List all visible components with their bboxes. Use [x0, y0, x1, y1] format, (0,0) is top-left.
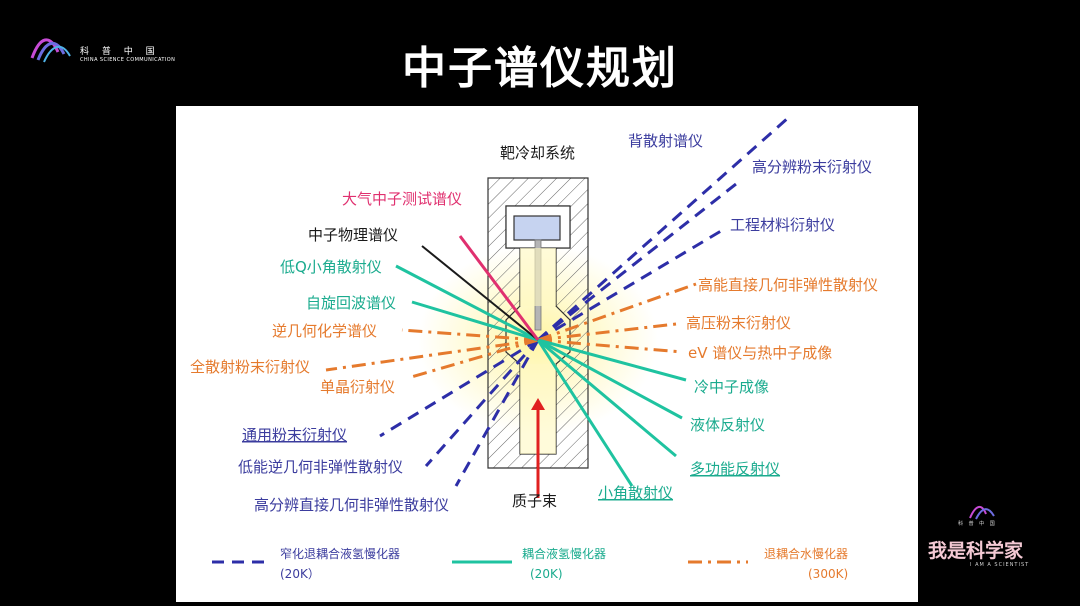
label-atmospheric-neutron: 大气中子测试谱仪: [342, 190, 462, 208]
label-liquid-reflectometer: 液体反射仪: [690, 416, 765, 434]
brand-name: 科 普 中 国: [80, 47, 160, 57]
beamline-general-powder: [379, 338, 539, 438]
beamline-hr-direct-inelastic: [454, 339, 540, 487]
legend-coupled-hydrogen-temp: (20K): [530, 567, 563, 581]
proton-beam-label: 质子束: [512, 492, 557, 510]
legend-narrow-hydrogen: 窄化退耦合液氢慢化器: [280, 546, 400, 561]
label-multipurpose-reflectometer: 多功能反射仪: [690, 460, 780, 478]
target-cooling-label: 靶冷却系统: [500, 144, 575, 162]
label-ev-imaging: eV 谱仪与热中子成像: [688, 344, 832, 362]
beamline-nuclear-physics: [421, 245, 539, 341]
spectrometer-layout-diagram: 靶冷却系统 质子束 大气中子测试谱仪 中子物理谱仪 低Q小角散射仪 自旋回波谱仪…: [190, 116, 878, 581]
beamline-inverse-chem: [401, 328, 539, 342]
beamline-engineering: [537, 226, 727, 342]
label-low-q-sans: 低Q小角散射仪: [280, 258, 382, 276]
page-title: 中子谱仪规划: [402, 43, 678, 94]
beamline-backscatter: [537, 116, 789, 342]
proton-beam-arrowhead: [531, 398, 545, 410]
label-inverse-chem: 逆几何化学谱仪: [272, 322, 377, 340]
beamline-spin-echo: [411, 300, 539, 342]
label-high-energy-inelastic: 高能直接几何非弹性散射仪: [698, 276, 878, 294]
mini-brand-name: 科 普 中 国: [958, 521, 997, 527]
beamline-atmospheric: [458, 235, 540, 341]
beamline-single-crystal: [407, 338, 539, 380]
label-backscatter: 背散射谱仪: [628, 132, 703, 150]
slogan-wave-icon: [969, 506, 995, 520]
beamline-sans: [536, 339, 634, 487]
label-spin-echo: 自旋回波谱仪: [306, 294, 396, 312]
legend-water: 退耦合水慢化器: [764, 546, 848, 561]
target-station: [487, 177, 589, 469]
beamline-liquid-reflectometer: [537, 338, 683, 420]
brand-subtitle: CHINA SCIENCE COMMUNICATION: [80, 57, 176, 63]
label-engineering: 工程材料衍射仪: [730, 216, 835, 234]
beamline-ev-thermal-imaging: [537, 338, 683, 354]
beamline-low-energy-inelastic: [424, 339, 540, 467]
label-general-powder: 通用粉末衍射仪: [242, 426, 347, 444]
brand-logo: 科 普 中 国 CHINA SCIENCE COMMUNICATION: [28, 30, 178, 66]
diagram-panel: 靶冷却系统 质子束 大气中子测试谱仪 中子物理谱仪 低Q小角散射仪 自旋回波谱仪…: [176, 106, 918, 602]
slogan-logo: 科 普 中 国 我是科学家 I AM A SCIENTIST: [922, 500, 1042, 580]
label-cold-imaging: 冷中子成像: [694, 378, 769, 396]
legend-coupled-hydrogen: 耦合液氢慢化器: [522, 546, 606, 561]
legend-water-temp: (300K): [808, 567, 848, 581]
beamline-low-q-sans: [395, 264, 539, 342]
beamline-cold-imaging: [537, 338, 687, 382]
label-nuclear-physics: 中子物理谱仪: [308, 226, 398, 244]
label-hr-direct-inelastic: 高分辨直接几何非弹性散射仪: [254, 496, 449, 514]
brand-wave-icon: [30, 38, 71, 63]
legend-narrow-hydrogen-temp: (20K）: [280, 567, 320, 581]
label-total-scattering: 全散射粉末衍射仪: [190, 358, 310, 376]
beamlines: [325, 116, 789, 498]
label-single-crystal: 单晶衍射仪: [320, 378, 395, 396]
slogan-english: I AM A SCIENTIST: [970, 562, 1030, 568]
beamline-total-scattering: [325, 338, 539, 372]
label-sans: 小角散射仪: [598, 484, 673, 502]
label-hr-powder: 高分辨粉末衍射仪: [752, 158, 872, 176]
label-low-energy-inelastic: 低能逆几何非弹性散射仪: [238, 458, 403, 476]
beamline-multipurpose-reflectometer: [537, 338, 677, 458]
legend: 窄化退耦合液氢慢化器 (20K） 耦合液氢慢化器 (20K) 退耦合水慢化器 (…: [212, 546, 848, 581]
label-high-pressure: 高压粉末衍射仪: [686, 314, 791, 332]
beamline-high-pressure: [537, 322, 677, 342]
beamline-hr-powder: [537, 182, 737, 342]
slogan-text: 我是科学家: [928, 540, 1024, 562]
